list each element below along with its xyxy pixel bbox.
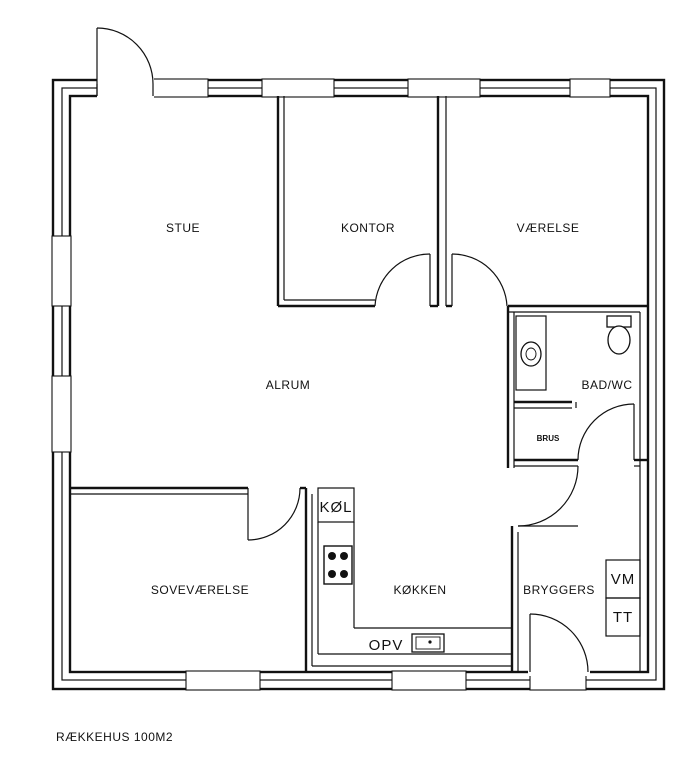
room-label-kontor: KONTOR <box>341 221 395 235</box>
room-label-brus: BRUS <box>537 434 560 443</box>
windows <box>51 78 611 691</box>
exterior-walls <box>51 78 666 691</box>
room-label-vaerelse: VÆRELSE <box>517 221 580 235</box>
laundry-units <box>605 559 641 637</box>
plan-caption: RÆKKEHUS 100M2 <box>56 730 173 744</box>
room-labels: STUE KONTOR VÆRELSE ALRUM BAD/WC BRUS SO… <box>151 221 633 597</box>
interior-doors <box>247 253 635 676</box>
room-label-stue: STUE <box>166 221 200 235</box>
fixture-labels: KØL OPV VM TT <box>319 499 636 654</box>
fixture-label-kol: KØL <box>319 499 352 516</box>
fixture-label-opv: OPV <box>369 637 404 654</box>
washbasin-icon <box>515 315 547 391</box>
room-label-bryggers: BRYGGERS <box>523 583 595 597</box>
room-label-bad-wc: BAD/WC <box>582 378 633 392</box>
room-label-sovevaerelse: SOVEVÆRELSE <box>151 583 249 597</box>
room-label-kokken: KØKKEN <box>393 583 446 597</box>
kitchen-counters <box>317 487 512 655</box>
kitchen-sink-icon <box>411 633 445 653</box>
stove-icon <box>323 545 353 585</box>
room-label-alrum: ALRUM <box>266 378 311 392</box>
toilet-icon <box>606 315 632 355</box>
front-door <box>96 27 154 98</box>
fixture-label-tt: TT <box>613 609 633 626</box>
interior-walls <box>70 96 648 672</box>
fixture-label-vm: VM <box>611 571 636 588</box>
